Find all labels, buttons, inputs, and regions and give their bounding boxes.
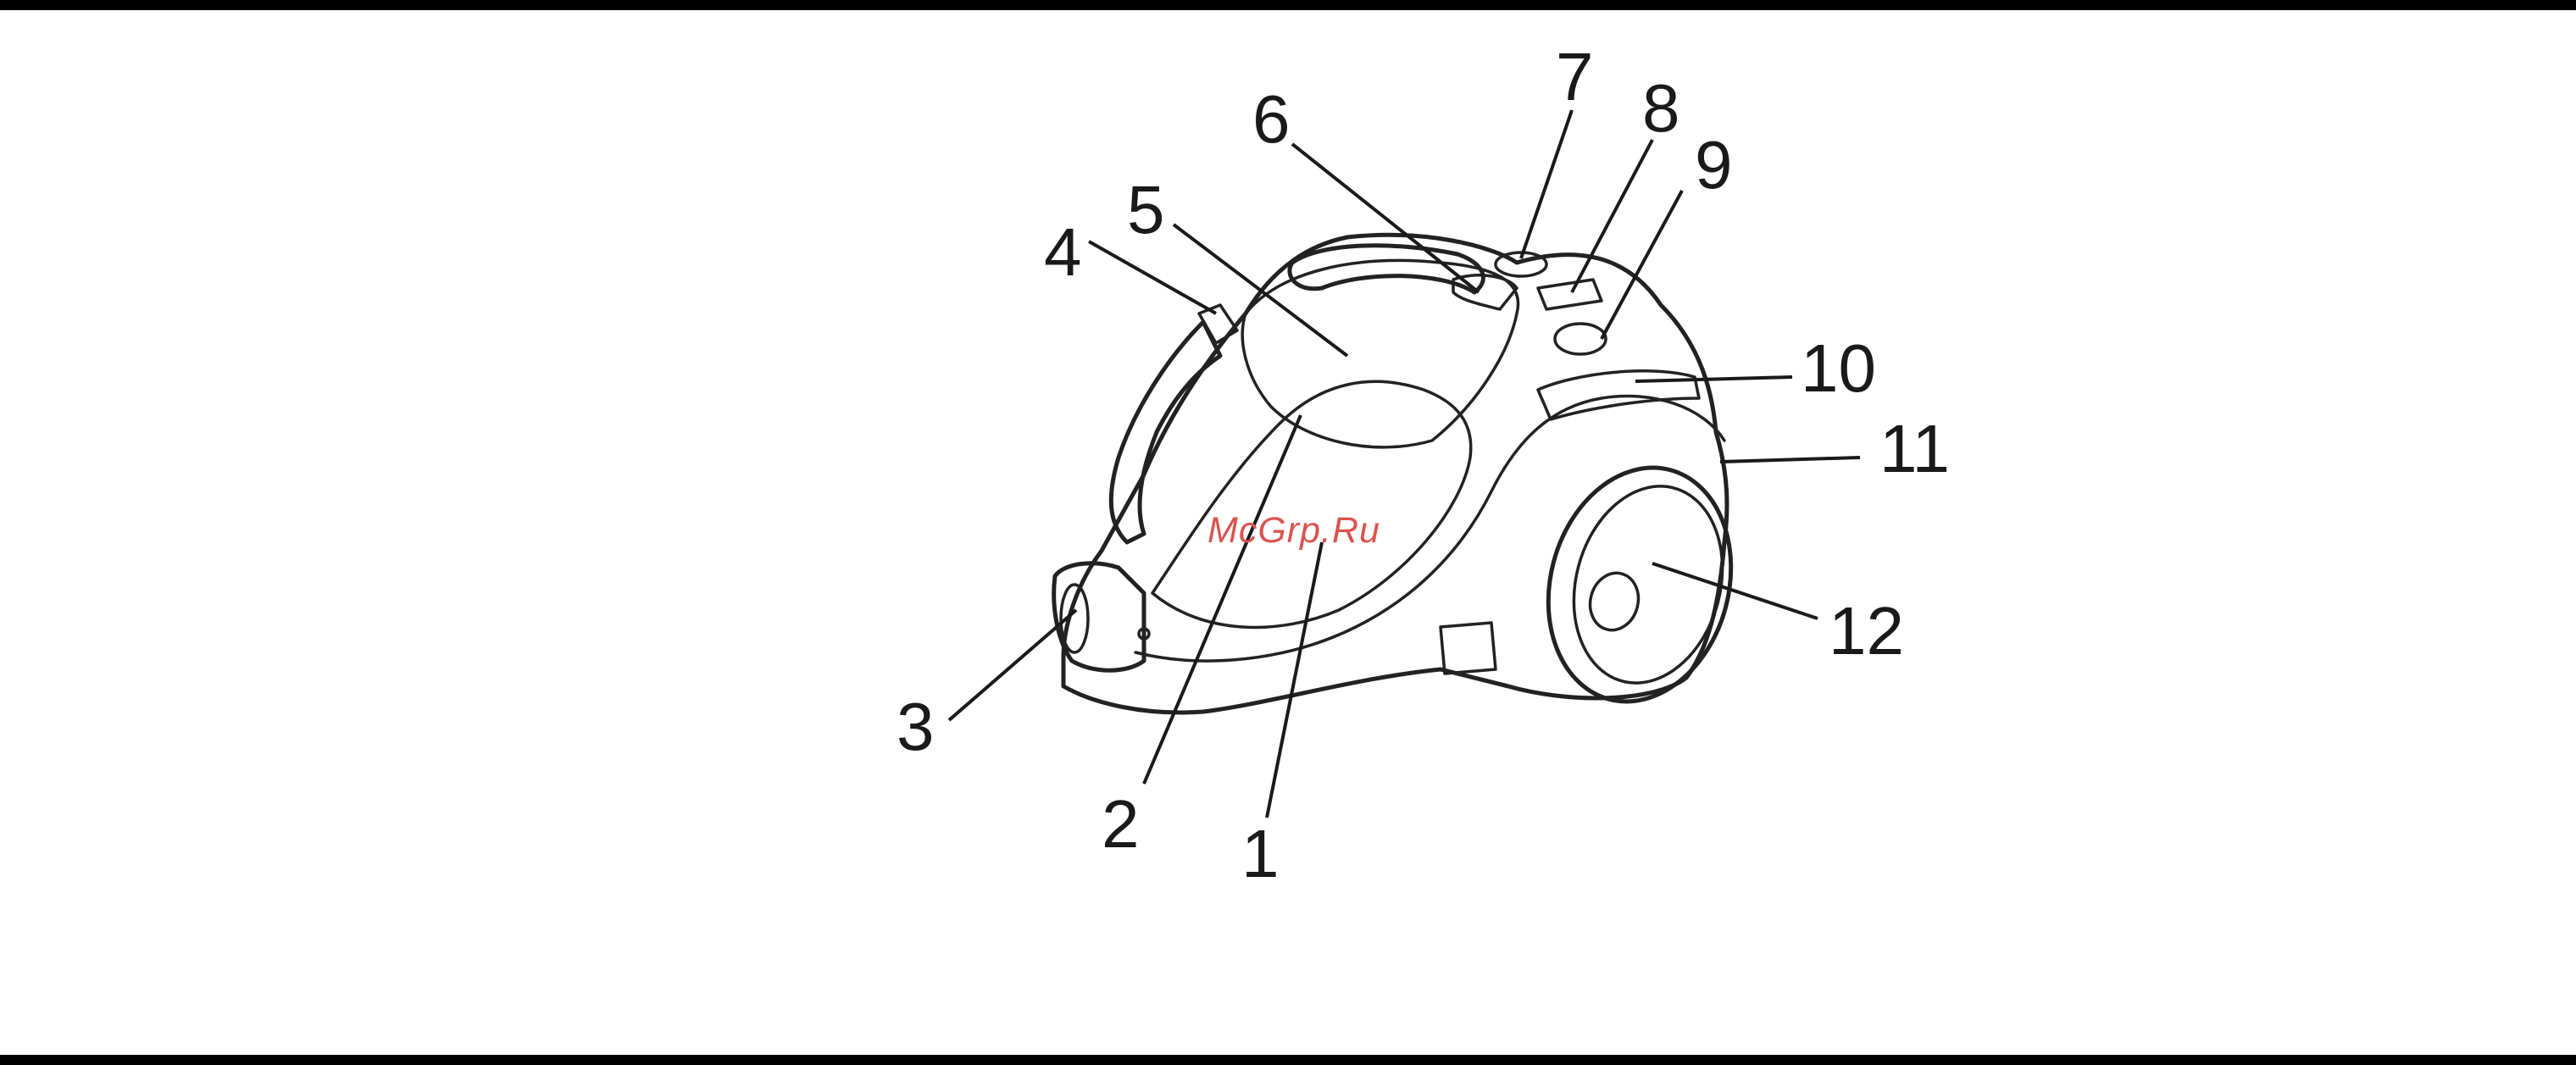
callout-2: 2	[1102, 786, 1140, 862]
leader-2	[1144, 415, 1301, 784]
callout-4: 4	[1044, 214, 1082, 290]
callout-10: 10	[1801, 330, 1876, 406]
rear-wheel-hub	[1584, 568, 1645, 635]
callout-6: 6	[1252, 81, 1291, 157]
power-button	[1555, 324, 1606, 354]
leader-12	[1652, 563, 1818, 618]
leader-7	[1521, 110, 1572, 258]
callout-5: 5	[1127, 172, 1165, 247]
base-sweep	[1135, 396, 1724, 661]
leader-11	[1720, 458, 1860, 462]
power-indicator	[1538, 280, 1602, 309]
callout-1: 1	[1241, 816, 1280, 891]
callout-9: 9	[1695, 127, 1733, 202]
leader-4	[1089, 241, 1216, 313]
callout-12: 12	[1829, 593, 1904, 668]
leader-10	[1635, 377, 1792, 381]
callout-11: 11	[1879, 411, 1950, 486]
callout-3: 3	[897, 689, 935, 764]
callout-numbers: 1 2 3 4 5 6 7 8 9 10 11 12	[897, 39, 1950, 891]
front-caster	[1441, 623, 1496, 674]
leader-1	[1267, 542, 1322, 818]
callout-8: 8	[1642, 70, 1680, 146]
leader-3	[949, 610, 1076, 720]
vacuum-cleaner-icon	[1054, 235, 1757, 722]
release-button	[1199, 305, 1237, 343]
callout-7: 7	[1556, 39, 1594, 114]
